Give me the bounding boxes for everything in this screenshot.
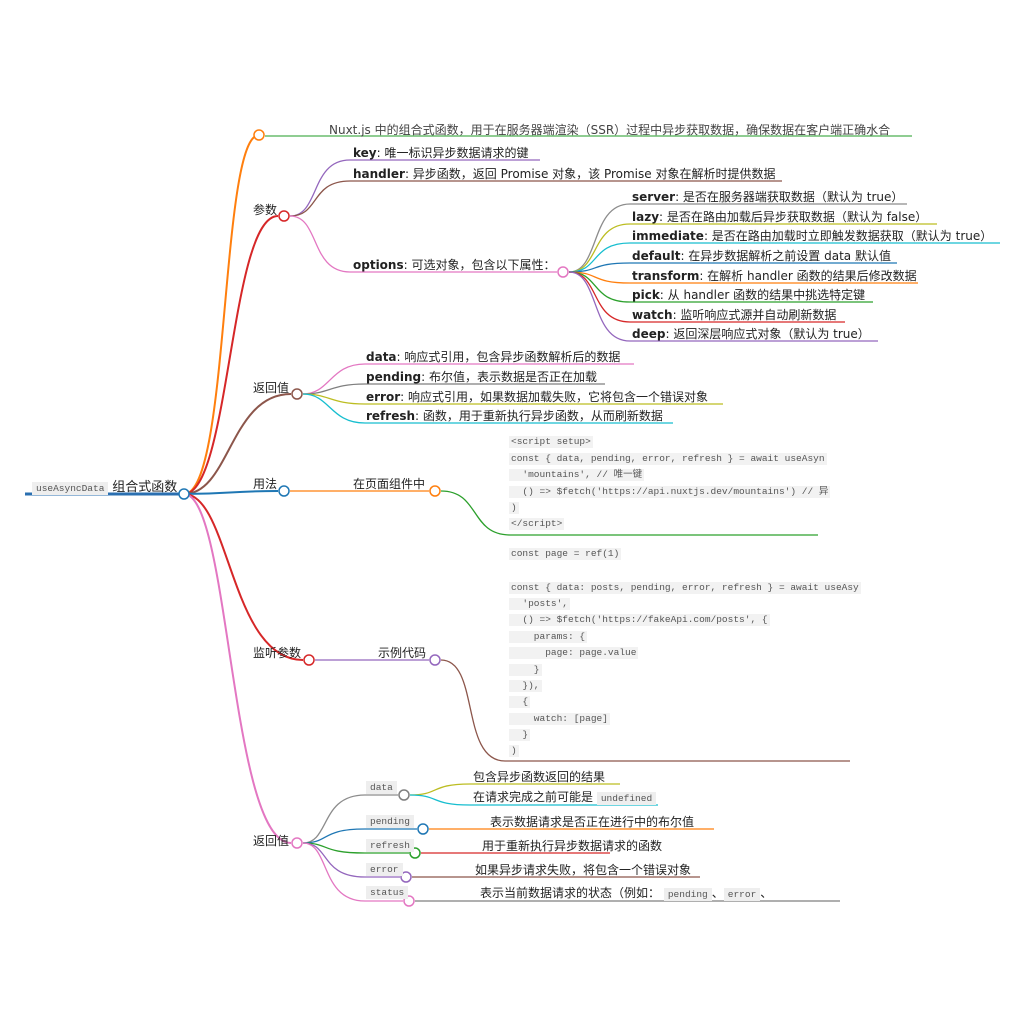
- option-desc: : 返回深层响应式对象（默认为 true）: [665, 327, 870, 341]
- root-label: 组合式函数: [112, 480, 178, 495]
- param-desc: : 唯一标识异步数据请求的键: [376, 146, 529, 160]
- data-desc-text: 在请求完成之前可能是: [473, 790, 594, 804]
- option-name: watch: [632, 308, 673, 322]
- error-desc[interactable]: 如果异步请求失败，将包含一个错误对象: [475, 863, 692, 877]
- param-options[interactable]: options: 可选对象，包含以下属性：: [353, 258, 555, 272]
- param-key[interactable]: key: 唯一标识异步数据请求的键: [353, 146, 528, 160]
- code-line: <script setup>: [509, 436, 593, 448]
- code-line: const { data: posts, pending, error, ref…: [509, 582, 861, 594]
- return-desc: : 响应式引用，包含异步函数解析后的数据: [396, 350, 621, 364]
- watch-params-node[interactable]: 监听参数: [253, 646, 302, 660]
- code-line: }),: [509, 680, 542, 692]
- option-name: pick: [632, 288, 660, 302]
- code-line: page: page.value: [509, 647, 639, 659]
- option-desc: : 监听响应式源并自动刷新数据: [672, 308, 837, 322]
- tag-pending[interactable]: pending: [366, 815, 414, 828]
- code-line: ): [509, 745, 519, 757]
- status-desc-text: 表示当前数据请求的状态（例如：: [480, 886, 661, 900]
- tag-error[interactable]: error: [366, 863, 403, 876]
- error-tag: error: [723, 888, 761, 901]
- return-name: data: [366, 350, 397, 364]
- separator: 、: [711, 886, 724, 900]
- option-desc: : 在异步数据解析之前设置 data 默认值: [680, 249, 891, 263]
- code-line: ): [509, 502, 519, 514]
- option-desc: : 在解析 handler 函数的结果后修改数据: [699, 269, 917, 283]
- tag-status[interactable]: status: [366, 886, 409, 899]
- code-line: const page = ref(1): [509, 548, 622, 560]
- option-item[interactable]: lazy: 是否在路由加载后异步获取数据（默认为 false）: [632, 210, 927, 224]
- option-item[interactable]: deep: 返回深层响应式对象（默认为 true）: [632, 327, 870, 341]
- return-name: pending: [366, 370, 422, 384]
- pending-tag: pending: [663, 888, 712, 901]
- params-node[interactable]: 参数: [253, 203, 278, 217]
- return-name: refresh: [366, 409, 416, 423]
- option-item[interactable]: default: 在异步数据解析之前设置 data 默认值: [632, 249, 891, 263]
- root-tag: useAsyncData: [32, 482, 109, 495]
- code-line: }: [509, 664, 542, 676]
- usage-node[interactable]: 用法: [253, 477, 278, 491]
- return-desc: : 布尔值，表示数据是否正在加载: [421, 370, 597, 384]
- undefined-tag: undefined: [596, 792, 657, 805]
- code-line: 'posts',: [509, 598, 571, 610]
- root-node[interactable]: useAsyncData 组合式函数: [32, 480, 177, 496]
- return-desc: : 函数，用于重新执行异步函数，从而刷新数据: [415, 409, 663, 423]
- option-name: server: [632, 190, 676, 204]
- usage-child-node[interactable]: 在页面组件中: [353, 477, 426, 491]
- return-item[interactable]: pending: 布尔值，表示数据是否正在加载: [366, 370, 597, 384]
- tag-data[interactable]: data: [366, 781, 397, 794]
- option-item[interactable]: server: 是否在服务器端获取数据（默认为 true）: [632, 190, 903, 204]
- returns-node[interactable]: 返回值: [253, 381, 290, 395]
- param-handler[interactable]: handler: 异步函数，返回 Promise 对象，该 Promise 对象…: [353, 167, 775, 181]
- code-line: () => $fetch('https://api.nuxtjs.dev/mou…: [509, 486, 831, 498]
- option-name: default: [632, 249, 681, 263]
- return-item[interactable]: refresh: 函数，用于重新执行异步函数，从而刷新数据: [366, 409, 663, 423]
- return-desc: : 响应式引用，如果数据加载失败，它将包含一个错误对象: [400, 390, 709, 404]
- code-line: watch: [page]: [509, 713, 610, 725]
- code-line: </script>: [509, 518, 565, 530]
- code-line: const { data, pending, error, refresh } …: [509, 453, 827, 465]
- param-desc: : 异步函数，返回 Promise 对象，该 Promise 对象在解析时提供数…: [404, 167, 776, 181]
- example-code-node[interactable]: 示例代码: [378, 646, 427, 660]
- option-item[interactable]: pick: 从 handler 函数的结果中挑选特定键: [632, 288, 865, 302]
- tag-refresh[interactable]: refresh: [366, 839, 414, 852]
- param-desc: : 可选对象，包含以下属性：: [403, 258, 556, 272]
- option-name: immediate: [632, 229, 704, 243]
- refresh-desc[interactable]: 用于重新执行异步数据请求的函数: [482, 839, 663, 853]
- option-item[interactable]: immediate: 是否在路由加载时立即触发数据获取（默认为 true）: [632, 229, 992, 243]
- option-name: deep: [632, 327, 666, 341]
- code-line: }: [509, 729, 531, 741]
- param-name: options: [353, 258, 404, 272]
- param-name: key: [353, 146, 377, 160]
- option-name: lazy: [632, 210, 660, 224]
- code-line: () => $fetch('https://fakeApi.com/posts'…: [509, 614, 770, 626]
- option-desc: : 是否在服务器端获取数据（默认为 true）: [675, 190, 904, 204]
- data-desc-1[interactable]: 包含异步函数返回的结果: [473, 770, 606, 784]
- separator: 、: [760, 886, 773, 900]
- option-desc: : 从 handler 函数的结果中挑选特定键: [659, 288, 866, 302]
- status-desc[interactable]: 表示当前数据请求的状态（例如： pending、error、: [480, 886, 772, 902]
- code-line: {: [509, 696, 531, 708]
- code-line: params: {: [509, 631, 588, 643]
- description-node[interactable]: Nuxt.js 中的组合式函数，用于在服务器端渲染（SSR）过程中异步获取数据，…: [329, 123, 891, 137]
- returns2-node[interactable]: 返回值: [253, 834, 290, 848]
- code-line: 'mountains', // 唯一键: [509, 469, 645, 481]
- return-item[interactable]: data: 响应式引用，包含异步函数解析后的数据: [366, 350, 620, 364]
- option-desc: : 是否在路由加载时立即触发数据获取（默认为 true）: [703, 229, 993, 243]
- option-desc: : 是否在路由加载后异步获取数据（默认为 false）: [659, 210, 928, 224]
- return-name: error: [366, 390, 401, 404]
- param-name: handler: [353, 167, 405, 181]
- option-name: transform: [632, 269, 700, 283]
- return-item[interactable]: error: 响应式引用，如果数据加载失败，它将包含一个错误对象: [366, 390, 708, 404]
- data-desc-2[interactable]: 在请求完成之前可能是 undefined: [473, 790, 657, 806]
- option-item[interactable]: watch: 监听响应式源并自动刷新数据: [632, 308, 836, 322]
- option-item[interactable]: transform: 在解析 handler 函数的结果后修改数据: [632, 269, 917, 283]
- pending-desc[interactable]: 表示数据请求是否正在进行中的布尔值: [490, 815, 695, 829]
